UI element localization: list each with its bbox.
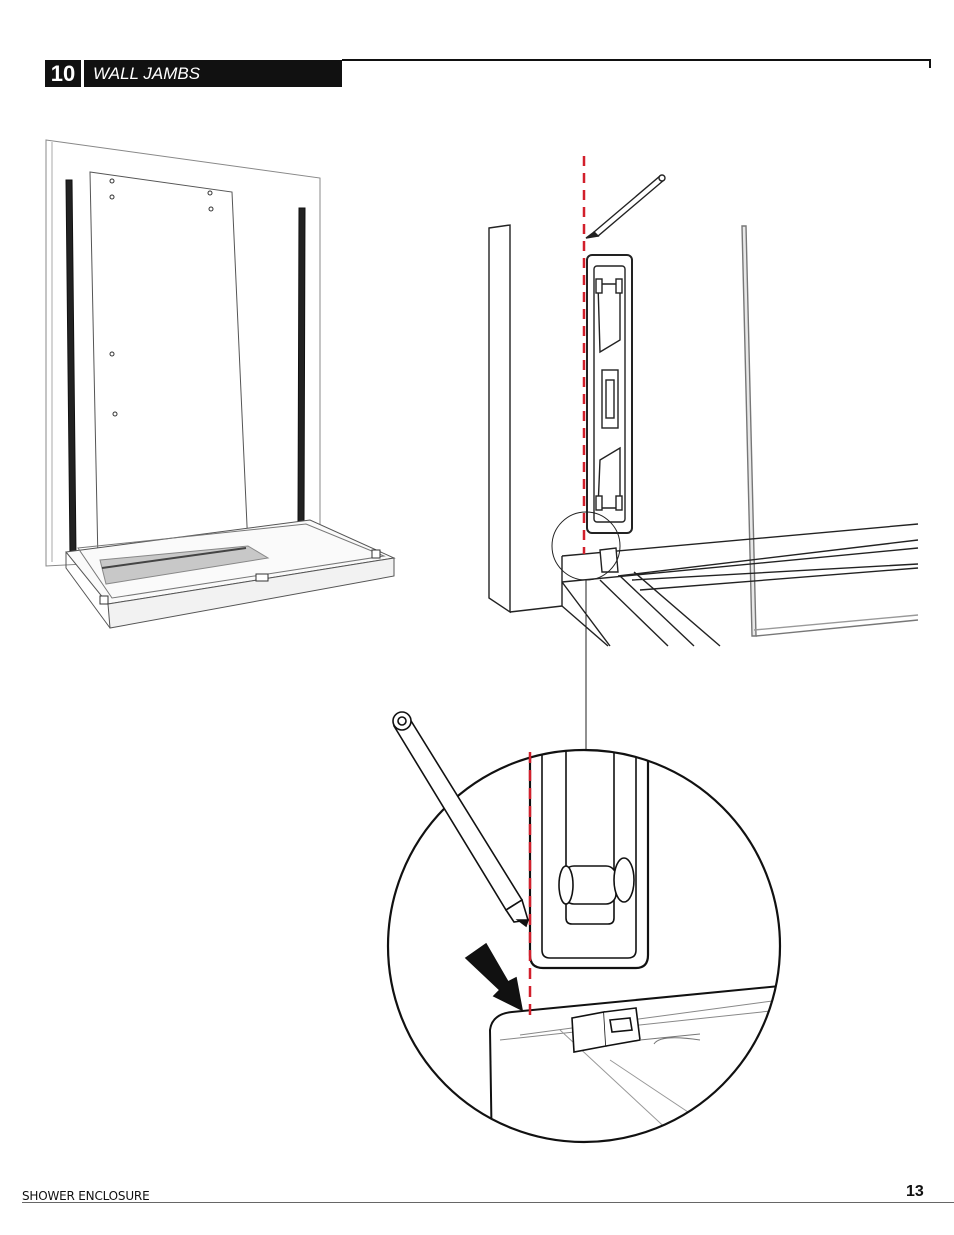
glass-panel-edge [742,226,756,636]
left-wall-jamb [66,180,76,555]
footer-rule [22,1202,954,1203]
overview-illustration [46,140,394,628]
pencil-large [393,712,528,926]
arrow-indicator [466,944,522,1010]
product-label: SHOWER ENCLOSURE [22,1189,149,1203]
track-clip [600,548,618,572]
wall-jamb-piece [587,255,632,533]
wall-edge [489,225,510,612]
right-wall-jamb [298,208,305,522]
zoom-jamb [530,742,648,968]
zoom-illustration [388,712,780,1160]
page-number: 13 [906,1183,924,1201]
detail-illustration [489,156,918,750]
zoom-clip-part [572,1012,606,1052]
wall-outline [46,140,320,566]
pencil-small [586,175,665,238]
glass-panel [90,172,248,562]
